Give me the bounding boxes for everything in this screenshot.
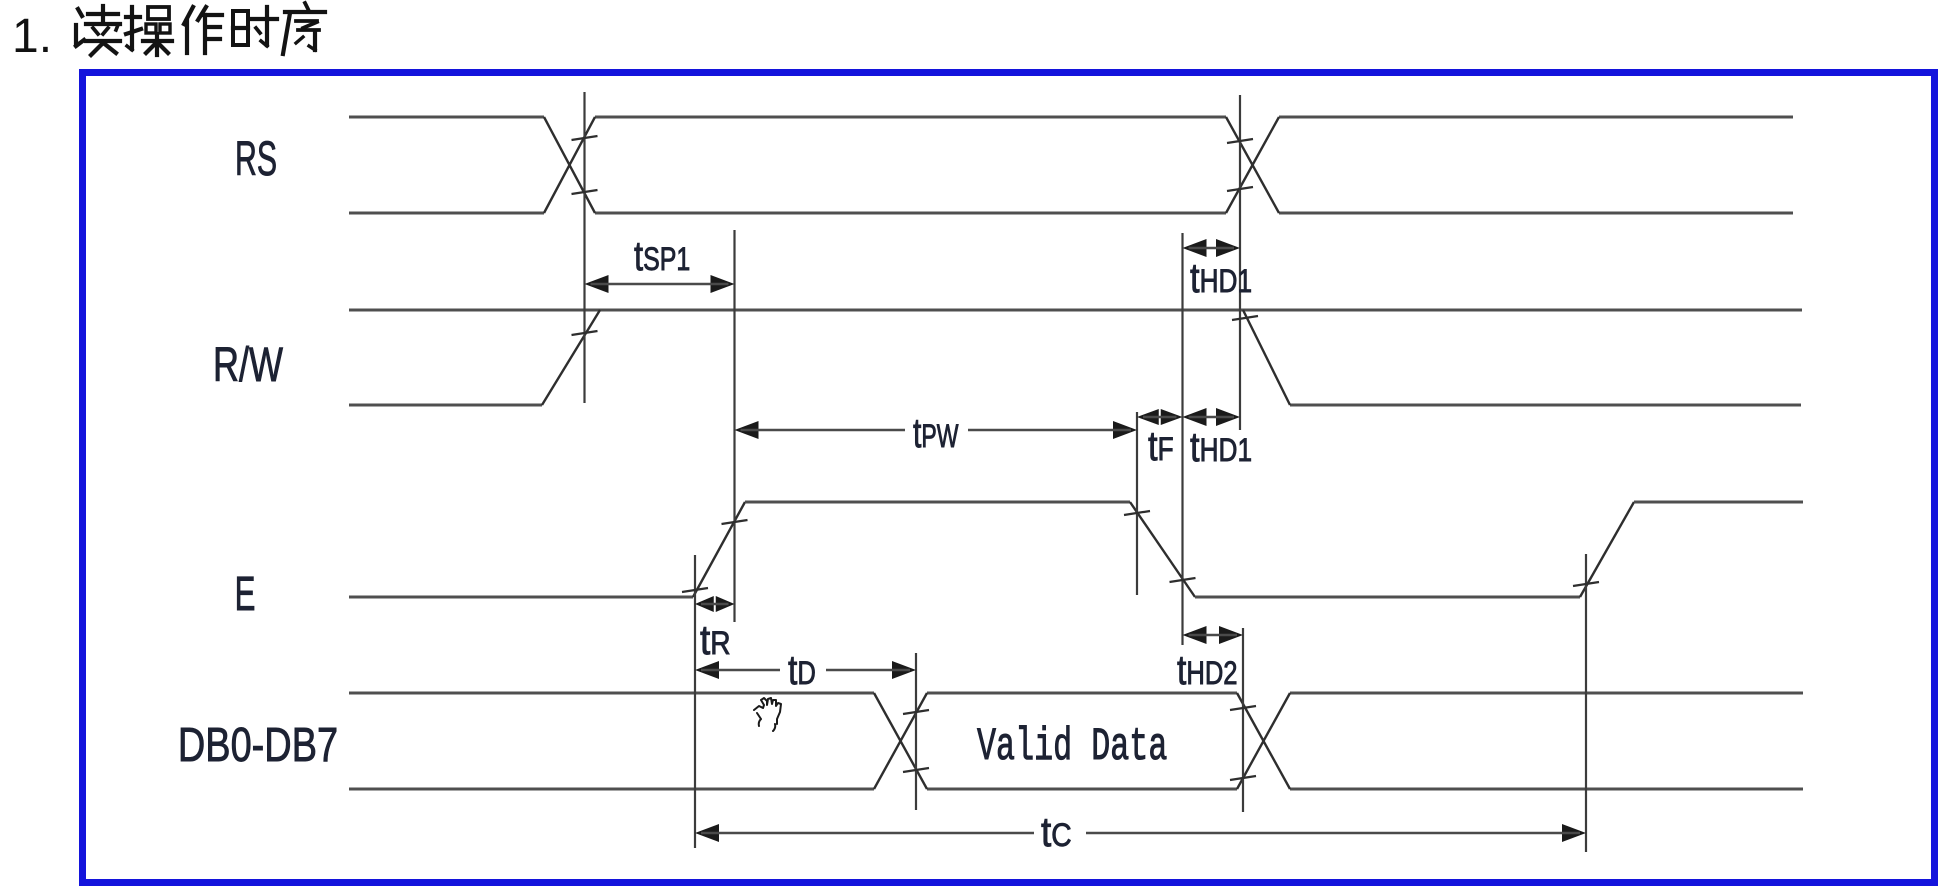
svg-text:tD: tD <box>788 648 816 694</box>
svg-text:tPW: tPW <box>913 409 959 456</box>
svg-text:tSP1: tSP1 <box>634 232 690 279</box>
svg-text:RS: RS <box>235 133 277 186</box>
svg-text:R/W: R/W <box>213 338 283 391</box>
svg-text:DB0-DB7: DB0-DB7 <box>178 719 338 772</box>
svg-text:tC: tC <box>1041 809 1072 856</box>
svg-text:tR: tR <box>700 617 731 664</box>
svg-text:tF: tF <box>1148 423 1174 470</box>
svg-text:tHD2: tHD2 <box>1177 648 1238 694</box>
svg-text:1.: 1. <box>12 10 52 63</box>
svg-text:Valid Data: Valid Data <box>977 721 1167 773</box>
svg-text:tHD1: tHD1 <box>1190 255 1252 302</box>
svg-text:tHD1: tHD1 <box>1190 424 1252 471</box>
svg-text:E: E <box>235 566 256 621</box>
